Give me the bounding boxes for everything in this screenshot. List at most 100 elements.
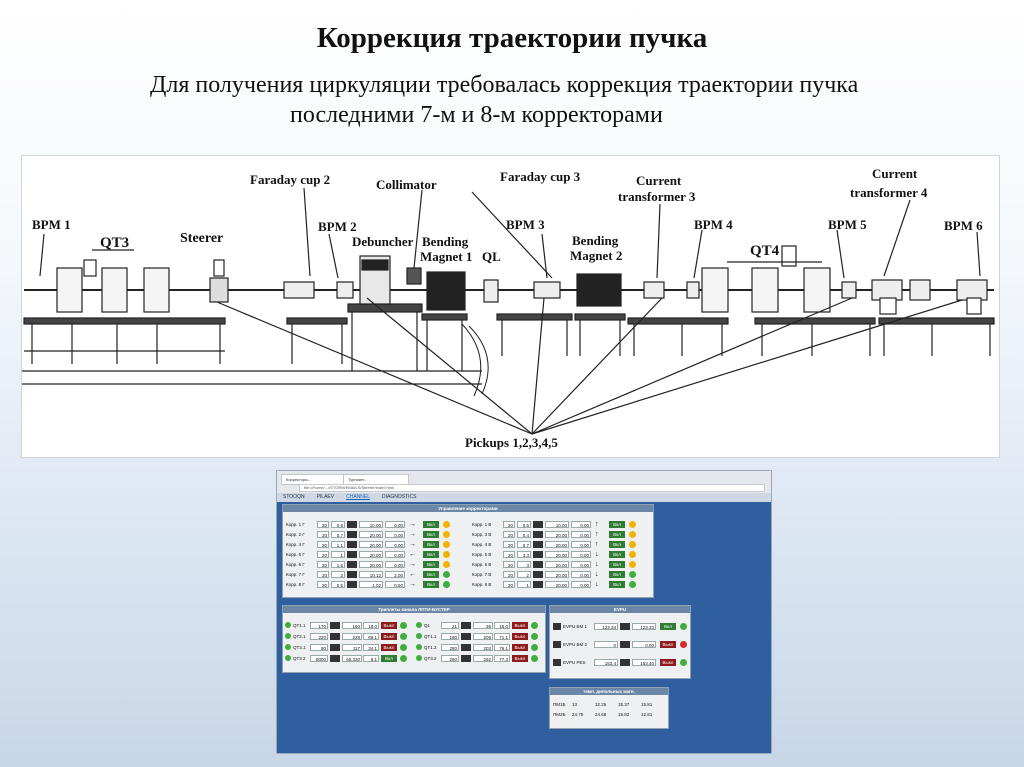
power-toggle-button[interactable]: Вкл — [423, 571, 439, 578]
corrector-step[interactable]: 3,3 — [517, 551, 531, 558]
menu-item-stooqn[interactable]: STOOQN — [283, 494, 305, 500]
power-toggle-button[interactable]: Вкл — [423, 521, 439, 528]
set-button[interactable] — [553, 659, 561, 666]
corrector-setpoint[interactable]: 20.00 — [545, 581, 569, 588]
power-toggle-button[interactable]: Вкл — [423, 541, 439, 548]
apply-button[interactable] — [620, 641, 630, 648]
corrector-step[interactable]: 0,5 — [331, 581, 345, 588]
corrector-step[interactable]: 1,5 — [331, 561, 345, 568]
corrector-step[interactable]: 0,7 — [331, 531, 345, 538]
set-button[interactable] — [553, 623, 561, 630]
corrector-setpoint[interactable]: 20.00 — [545, 561, 569, 568]
corrector-setpoint[interactable]: 20.00 — [545, 541, 569, 548]
corrector-setpoint[interactable]: 20.00 — [359, 561, 383, 568]
power-toggle-button[interactable]: Вкл — [609, 561, 625, 568]
corrector-step[interactable]: 0,7 — [517, 541, 531, 548]
set-button[interactable] — [533, 571, 543, 578]
set-button[interactable] — [330, 622, 340, 629]
corrector-setpoint[interactable]: 10.00 — [359, 521, 383, 528]
set-button[interactable] — [347, 581, 357, 588]
triplet-setpoint[interactable]: 180 — [441, 633, 459, 640]
set-button[interactable] — [533, 561, 543, 568]
set-button[interactable] — [553, 641, 561, 648]
menu-item-diagnostics[interactable]: DIAGNOSTICS — [382, 494, 417, 500]
corrector-step[interactable]: 1,1 — [331, 541, 345, 548]
corrector-step[interactable]: 2 — [331, 571, 345, 578]
url-bar[interactable]: file:///home/...//STORM/EMAILS/Steerer/i… — [299, 484, 765, 492]
power-toggle-button[interactable]: Выкл — [512, 644, 528, 651]
triplet-setpoint[interactable]: 8000 — [310, 655, 328, 662]
set-button[interactable] — [347, 521, 357, 528]
power-toggle-button[interactable]: Выкл — [660, 641, 676, 648]
set-button[interactable] — [461, 644, 471, 651]
evpu-setpoint[interactable]: 0 — [594, 641, 618, 648]
triplet-setpoint[interactable]: 80 — [310, 644, 328, 651]
corrector-step[interactable]: 2 — [517, 571, 531, 578]
set-button[interactable] — [330, 655, 340, 662]
triplet-setpoint[interactable]: 260 — [441, 655, 459, 662]
set-button[interactable] — [347, 571, 357, 578]
power-toggle-button[interactable]: Выкл — [660, 659, 676, 666]
corrector-step[interactable]: 1 — [517, 581, 531, 588]
set-button[interactable] — [533, 551, 543, 558]
corrector-setpoint[interactable]: 10.12 — [359, 571, 383, 578]
power-toggle-button[interactable]: Вкл — [423, 561, 439, 568]
menu-item-channel[interactable]: CHANNEL — [346, 494, 370, 500]
set-button[interactable] — [533, 531, 543, 538]
set-button[interactable] — [461, 622, 471, 629]
triplet-current: 292 — [473, 655, 493, 662]
set-button[interactable] — [533, 541, 543, 548]
corrector-step[interactable]: 3 — [517, 561, 531, 568]
corrector-setpoint[interactable]: 20.00 — [359, 531, 383, 538]
power-toggle-button[interactable]: Вкл — [423, 581, 439, 588]
set-button[interactable] — [347, 541, 357, 548]
power-toggle-button[interactable]: Выкл — [381, 633, 397, 640]
corrector-step[interactable]: 0,4 — [517, 531, 531, 538]
status-indicator-icon — [629, 571, 636, 578]
set-button[interactable] — [461, 655, 471, 662]
set-button[interactable] — [330, 644, 340, 651]
corrector-setpoint[interactable]: 20.00 — [359, 551, 383, 558]
power-toggle-button[interactable]: Выкл — [512, 622, 528, 629]
corrector-setpoint[interactable]: 20.00 — [545, 551, 569, 558]
set-button[interactable] — [347, 561, 357, 568]
corrector-setpoint[interactable]: 1.02 — [359, 581, 383, 588]
power-toggle-button[interactable]: Выкл — [512, 655, 528, 662]
power-toggle-button[interactable]: Вкл — [381, 655, 397, 662]
evpu-setpoint[interactable]: 153.4 — [594, 659, 618, 666]
power-toggle-button[interactable]: Вкл — [423, 531, 439, 538]
power-toggle-button[interactable]: Вкл — [660, 623, 676, 630]
set-button[interactable] — [533, 521, 543, 528]
corrector-step[interactable]: 0,5 — [331, 521, 345, 528]
triplet-setpoint[interactable]: 220 — [310, 633, 328, 640]
power-toggle-button[interactable]: Вкл — [609, 571, 625, 578]
apply-button[interactable] — [620, 659, 630, 666]
set-button[interactable] — [347, 531, 357, 538]
triplet-setpoint[interactable]: 21 — [441, 622, 459, 629]
menu-item-pilaev[interactable]: PILAEV — [316, 494, 335, 500]
power-toggle-button[interactable]: Вкл — [609, 521, 625, 528]
evpu-setpoint[interactable]: 123.34 — [594, 623, 618, 630]
apply-button[interactable] — [620, 623, 630, 630]
power-toggle-button[interactable]: Вкл — [423, 551, 439, 558]
power-toggle-button[interactable]: Вкл — [609, 551, 625, 558]
corrector-step[interactable]: 1 — [331, 551, 345, 558]
power-toggle-button[interactable]: Вкл — [609, 531, 625, 538]
set-button[interactable] — [533, 581, 543, 588]
set-button[interactable] — [461, 633, 471, 640]
corrector-setpoint[interactable]: 20.00 — [545, 531, 569, 538]
corrector-setpoint[interactable]: 20.00 — [359, 541, 383, 548]
power-toggle-button[interactable]: Вкл — [609, 541, 625, 548]
corrector-step[interactable]: 0,5 — [517, 521, 531, 528]
power-toggle-button[interactable]: Выкл — [381, 622, 397, 629]
power-toggle-button[interactable]: Вкл — [609, 581, 625, 588]
power-toggle-button[interactable]: Выкл — [512, 633, 528, 640]
set-button[interactable] — [330, 633, 340, 640]
corrector-setpoint[interactable]: 20.00 — [545, 571, 569, 578]
corrector-setpoint[interactable]: 10.00 — [545, 521, 569, 528]
set-button[interactable] — [347, 551, 357, 558]
triplet-setpoint[interactable]: 250 — [441, 644, 459, 651]
power-toggle-button[interactable]: Выкл — [381, 644, 397, 651]
triplet-setpoint[interactable]: 170 — [310, 622, 328, 629]
